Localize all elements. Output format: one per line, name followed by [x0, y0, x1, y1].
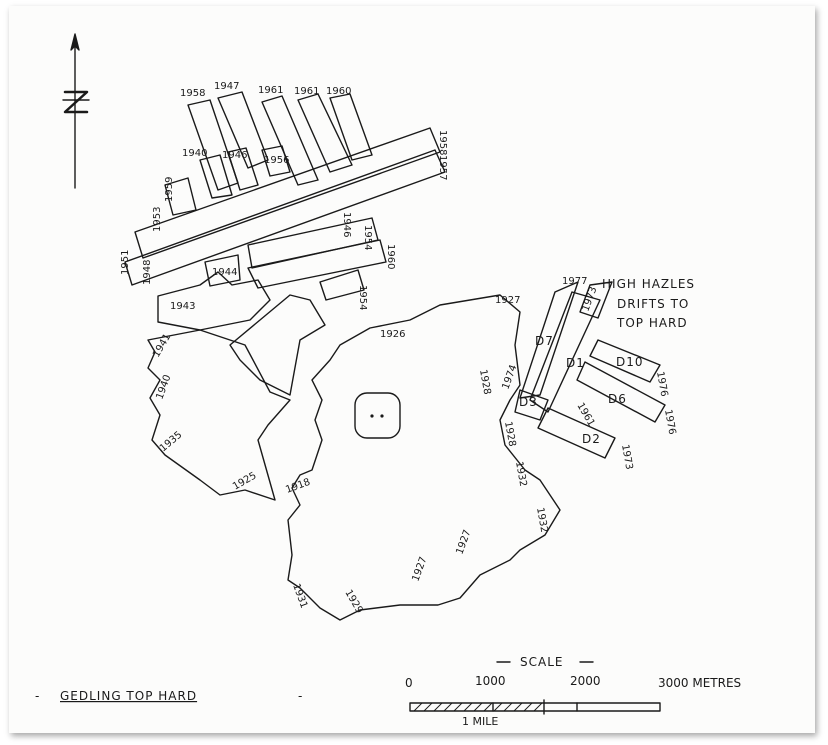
year-label: 1946: [341, 212, 352, 237]
year-label: 1929: [342, 588, 364, 616]
panel-label-d1: D1: [566, 356, 585, 370]
scale-tick-3000: 3000 METRES: [658, 676, 741, 690]
year-label: 1961: [258, 85, 283, 96]
year-label: 1931: [290, 582, 309, 610]
panel-label-d6: D6: [608, 392, 627, 406]
year-label: 1974: [500, 363, 519, 391]
year-label: 1946: [222, 150, 247, 161]
year-label: 1977: [562, 276, 587, 287]
scale-tick-2000: 2000: [570, 674, 601, 688]
year-label: 1973: [619, 444, 634, 471]
scale-heading: SCALE: [520, 655, 563, 669]
title-dash-left: -: [35, 689, 40, 703]
annotation-line-1: HIGH HAZLES: [602, 277, 695, 291]
annotation-line-2: DRIFTS TO: [617, 297, 689, 311]
scale-bar: SCALE 0 1000 2000 3000 METRES 1 MILE: [405, 655, 741, 728]
year-label: 1961: [294, 86, 319, 97]
year-label: 1928: [502, 421, 517, 448]
year-label: 1958: [180, 88, 205, 99]
map-title: GEDLING TOP HARD: [60, 689, 197, 703]
year-label: 1976: [654, 371, 669, 398]
year-label: 1932: [534, 507, 549, 534]
year-label: 1948: [142, 260, 153, 285]
panel-label-d3: D3: [519, 395, 538, 409]
scale-tick-0: 0: [405, 676, 413, 690]
year-label: 1961: [574, 401, 596, 429]
year-label: 1954: [357, 285, 368, 310]
year-label: 1940: [182, 148, 207, 159]
year-label: 1951: [120, 250, 131, 275]
title-dash-right: -: [298, 689, 303, 703]
year-label: 1956: [264, 155, 289, 166]
year-label: 1960: [385, 244, 396, 269]
year-label: 1926: [380, 329, 405, 340]
east-d-panels: [514, 281, 666, 459]
year-label: 1959: [164, 177, 175, 202]
year-label: 1927: [454, 528, 473, 556]
year-label: 1927: [410, 555, 429, 583]
year-label: 1947: [214, 81, 239, 92]
west-workings: [147, 271, 326, 501]
year-label: 1953: [152, 207, 163, 232]
panel-label-d10: D10: [616, 355, 644, 369]
year-label: 1954: [362, 225, 373, 250]
year-label: 1932: [513, 461, 528, 488]
year-label: 1976: [662, 409, 677, 436]
year-label: 1958: [437, 130, 448, 155]
year-label: 1941: [151, 332, 173, 360]
year-label: 1957: [437, 155, 448, 180]
paper-sheet: [9, 6, 815, 733]
year-label: 1960: [326, 86, 351, 97]
year-label: 1944: [212, 267, 237, 278]
year-label: 1928: [477, 369, 492, 396]
north-arrow-icon: [62, 33, 90, 189]
scale-tick-1000: 1000: [475, 674, 506, 688]
panel-label-d7: D7: [535, 334, 554, 348]
annotation-line-3: TOP HARD: [616, 316, 688, 330]
north-workings: [124, 91, 446, 301]
scale-mile-label: 1 MILE: [462, 715, 498, 728]
panel-label-d2: D2: [582, 432, 601, 446]
year-label: 1935: [158, 430, 185, 455]
year-label: 1918: [284, 477, 312, 496]
year-label: 1943: [170, 301, 195, 312]
year-label: 1925: [231, 470, 259, 492]
year-label: 1927: [495, 295, 520, 306]
central-workings: [287, 294, 561, 621]
